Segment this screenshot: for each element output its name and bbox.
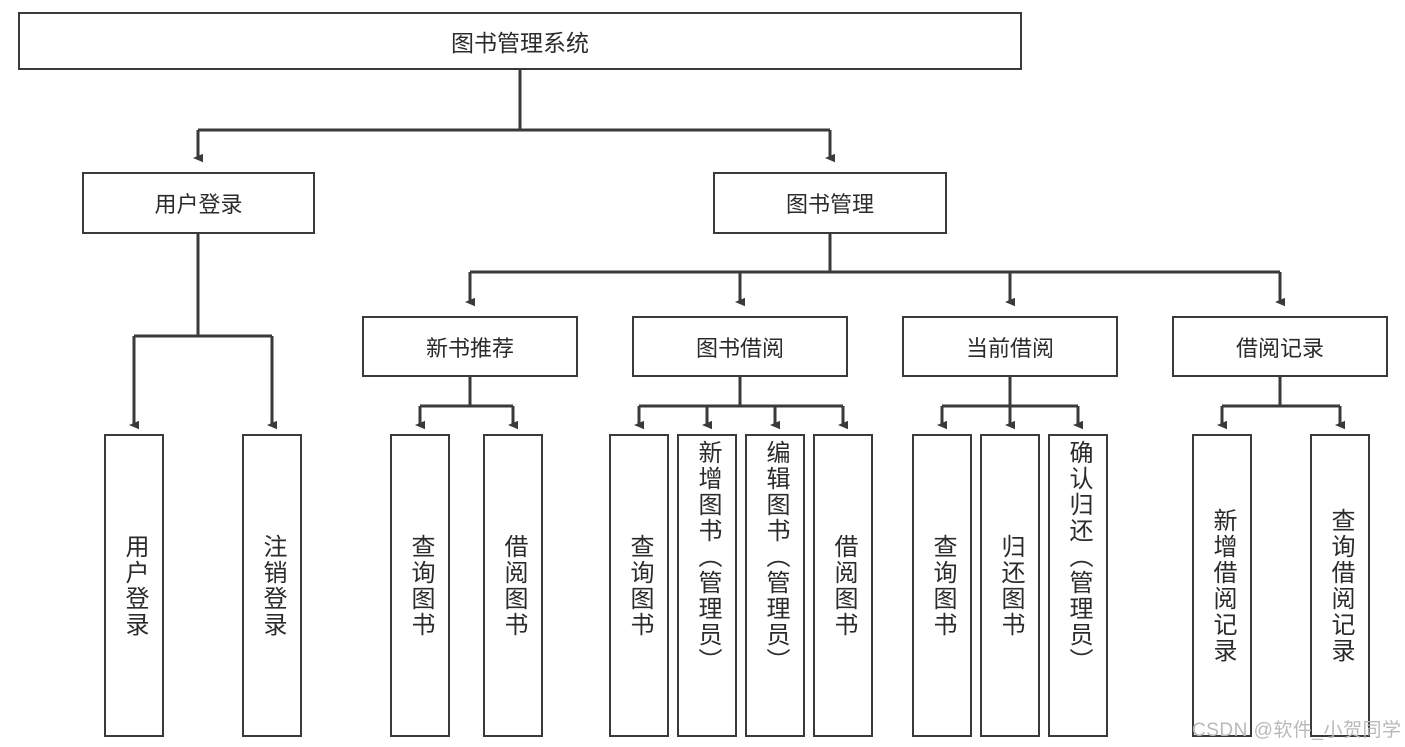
leaf-add-book-admin[interactable]: 新增图书（管理员）	[677, 434, 737, 737]
node-book-management[interactable]: 图书管理	[713, 172, 947, 234]
leaf-return-book[interactable]: 归还图书	[980, 434, 1040, 737]
leaf-user-login[interactable]: 用户登录	[104, 434, 164, 737]
leaf-query-borrow-record[interactable]: 查询借阅记录	[1310, 434, 1370, 737]
node-user-login[interactable]: 用户登录	[82, 172, 315, 234]
node-current-borrow[interactable]: 当前借阅	[902, 316, 1118, 377]
leaf-user-logout[interactable]: 注销登录	[242, 434, 302, 737]
node-new-book-recommend[interactable]: 新书推荐	[362, 316, 578, 377]
leaf-add-borrow-record[interactable]: 新增借阅记录	[1192, 434, 1252, 737]
leaf-confirm-return-admin[interactable]: 确认归还（管理员）	[1048, 434, 1108, 737]
node-borrow-record[interactable]: 借阅记录	[1172, 316, 1388, 377]
leaf-query-book-current[interactable]: 查询图书	[912, 434, 972, 737]
csdn-watermark: CSDN @软件_小贺同学	[1192, 720, 1402, 741]
leaf-query-book-borrow[interactable]: 查询图书	[609, 434, 669, 737]
node-root-system[interactable]: 图书管理系统	[18, 12, 1022, 70]
leaf-query-book-recommend[interactable]: 查询图书	[390, 434, 450, 737]
leaf-borrow-book-recommend[interactable]: 借阅图书	[483, 434, 543, 737]
node-book-borrow[interactable]: 图书借阅	[632, 316, 848, 377]
leaf-borrow-book[interactable]: 借阅图书	[813, 434, 873, 737]
leaf-edit-book-admin[interactable]: 编辑图书（管理员）	[745, 434, 805, 737]
